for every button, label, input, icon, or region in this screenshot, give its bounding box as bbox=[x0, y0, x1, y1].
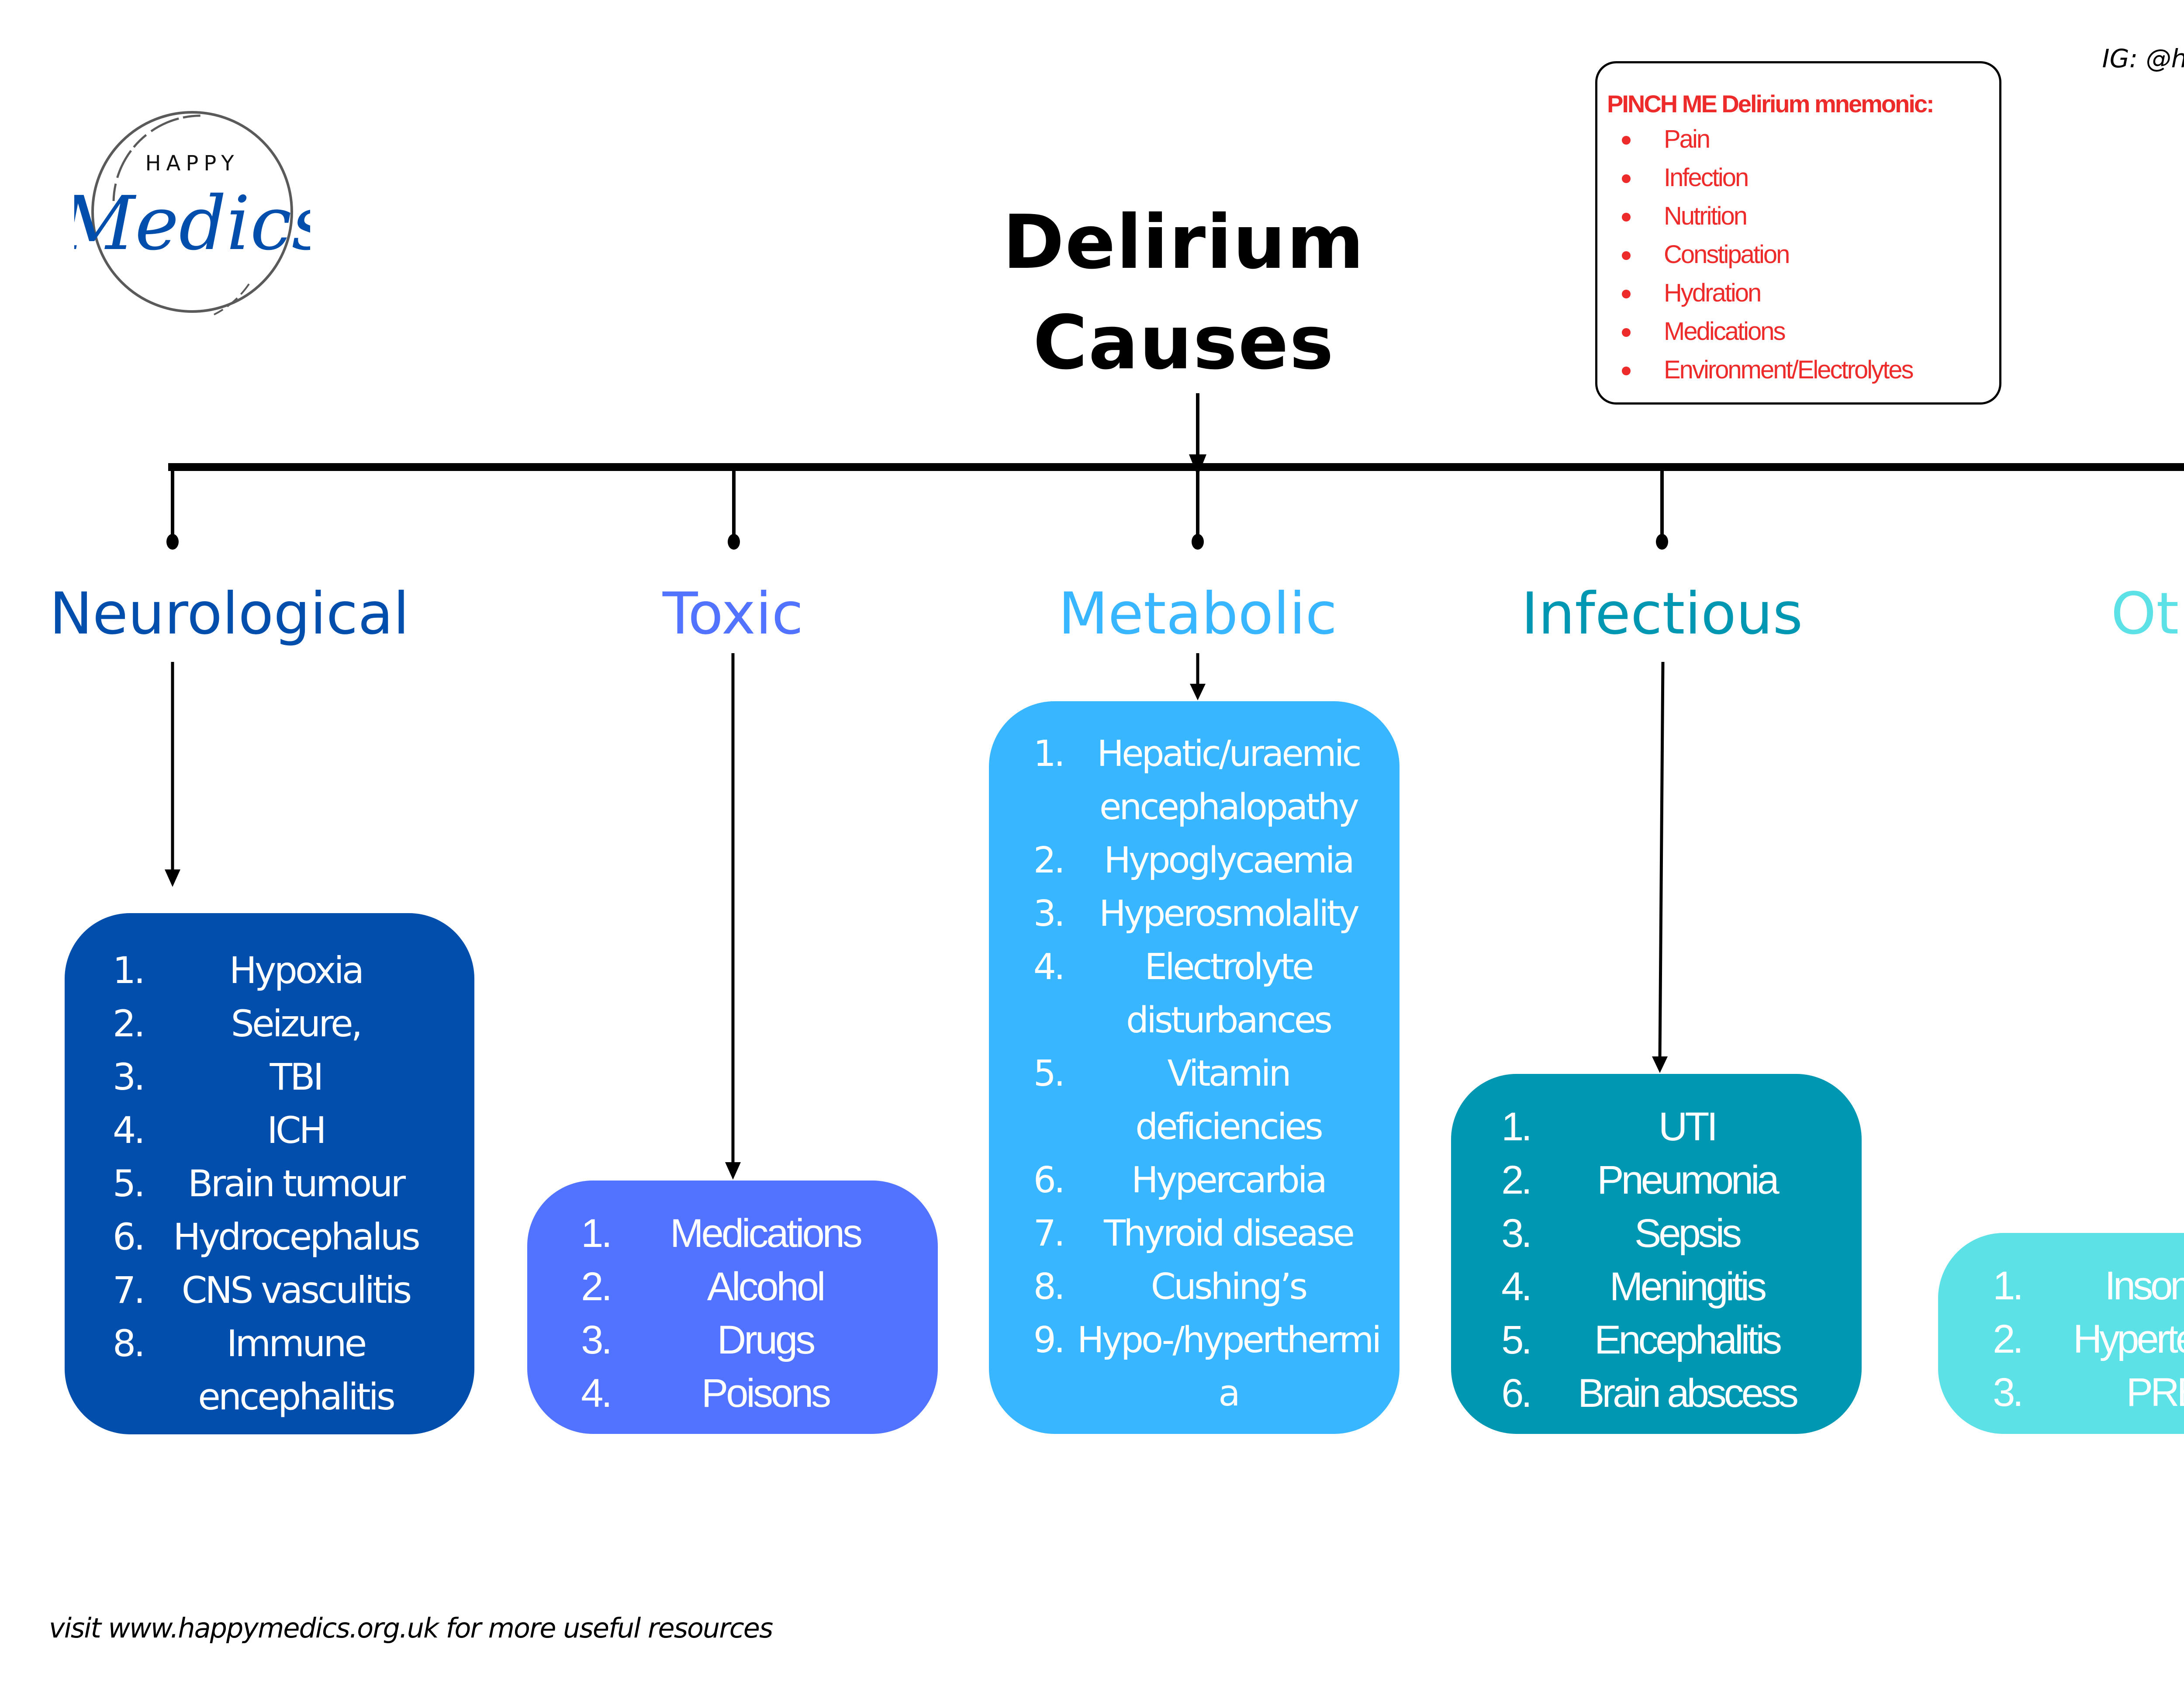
branch-dot-icon bbox=[166, 534, 179, 550]
mnemonic-item-text: Environment/Electrolytes bbox=[1664, 356, 1914, 384]
list-item: 6.Hydrocephalus bbox=[112, 1215, 421, 1258]
logo-circle-icon: HAPPY Medics bbox=[58, 111, 330, 315]
mnemonic-item: Infection bbox=[1607, 159, 1999, 197]
mnemonic-item-text: Pain bbox=[1664, 125, 1711, 153]
infectious-list: 1.UTI 2.Pneumonia 3.Sepsis 4.Meningitis … bbox=[1469, 1100, 1844, 1420]
mnemonic-item: Environment/Electrolytes bbox=[1607, 351, 1999, 389]
list-item: 4.Poisons bbox=[581, 1371, 831, 1416]
arrowhead-icon bbox=[1190, 684, 1206, 700]
logo-medics-text: Medics bbox=[74, 180, 310, 267]
logo-happy-text: HAPPY bbox=[145, 151, 239, 176]
branch-stem-toxic bbox=[728, 470, 740, 550]
list-item: 1.Hypoxia bbox=[112, 949, 364, 992]
list-item: 2.Alcohol bbox=[581, 1264, 826, 1309]
category-label-neurological: Neurological bbox=[49, 580, 409, 647]
list-item: 2.Hypoglycaemia bbox=[1033, 840, 1355, 881]
branch-stem-neurological bbox=[166, 470, 179, 550]
bullet-icon bbox=[1622, 290, 1631, 298]
main-branch-bar bbox=[168, 463, 2184, 471]
neurological-causes-box: 1.Hypoxia 2.Seizure, 3.TBI 4.ICH 5.Brain… bbox=[65, 913, 474, 1434]
mnemonic-box: PINCH ME Delirium mnemonic: Pain Infecti… bbox=[1595, 61, 2001, 405]
mnemonic-list: Pain Infection Nutrition Constipation Hy… bbox=[1607, 120, 1999, 389]
category-label-other: Other bbox=[2111, 580, 2184, 647]
bullet-icon bbox=[1622, 328, 1631, 337]
category-label-toxic: Toxic bbox=[662, 580, 804, 647]
mnemonic-item-text: Constipation bbox=[1664, 240, 1790, 269]
title-line-2: Causes bbox=[1033, 300, 1335, 386]
mnemonic-item: Constipation bbox=[1607, 235, 1999, 274]
list-item: 4.Electrolyte disturbances bbox=[1033, 946, 1333, 1041]
list-item: 3.TBI bbox=[112, 1056, 324, 1098]
list-item: 2.Hypertension bbox=[1993, 1317, 2184, 1361]
list-item: 7.CNS vasculitis bbox=[112, 1269, 412, 1312]
list-item: 4.Meningitis bbox=[1501, 1264, 1767, 1309]
arrow-infectious bbox=[1652, 661, 1668, 1073]
page-title: Delirium Causes bbox=[970, 192, 1398, 393]
bullet-icon bbox=[1622, 367, 1631, 375]
neurological-list: 1.Hypoxia 2.Seizure, 3.TBI 4.ICH 5.Brain… bbox=[91, 944, 448, 1423]
footer-website-link[interactable]: visit www.happymedics.org.uk for more us… bbox=[49, 1612, 773, 1644]
mnemonic-item: Nutrition bbox=[1607, 197, 1999, 235]
arrow-neurological bbox=[165, 662, 180, 887]
bullet-icon bbox=[1622, 174, 1631, 183]
list-item: 6.Brain abscess bbox=[1501, 1371, 1799, 1416]
mnemonic-item: Medications bbox=[1607, 312, 1999, 351]
list-item: 7.Thyroid disease bbox=[1033, 1213, 1355, 1254]
toxic-list: 1.Medications 2.Alcohol 3.Drugs 4.Poison… bbox=[545, 1207, 920, 1420]
arrowhead-icon bbox=[165, 869, 180, 887]
title-arrowhead-icon bbox=[1189, 454, 1206, 476]
title-line-1: Delirium bbox=[1002, 199, 1365, 286]
list-item: 8.Immune encephalitis bbox=[112, 1322, 396, 1418]
mnemonic-item-text: Hydration bbox=[1664, 279, 1762, 307]
arrowhead-icon bbox=[725, 1162, 741, 1180]
list-item: 3.Hyperosmolality bbox=[1033, 893, 1360, 935]
list-item: 1.Insomnia bbox=[1993, 1264, 2184, 1308]
bullet-icon bbox=[1622, 136, 1631, 145]
list-item: 2.Seizure, bbox=[112, 1002, 363, 1045]
bullet-icon bbox=[1622, 213, 1631, 222]
metabolic-causes-box: 1.Hepatic/uraemic encephalopathy 2.Hypog… bbox=[989, 701, 1400, 1434]
branch-stem-infectious bbox=[1656, 470, 1668, 550]
mnemonic-item: Hydration bbox=[1607, 274, 1999, 312]
list-item: 1.Medications bbox=[581, 1211, 863, 1256]
list-item: 6.Hypercarbia bbox=[1033, 1160, 1327, 1201]
list-item: 5.Brain tumour bbox=[112, 1162, 406, 1205]
other-causes-box: 1.Insomnia 2.Hypertension 3.PRES bbox=[1938, 1233, 2184, 1434]
list-item: 3.Sepsis bbox=[1501, 1211, 1742, 1256]
list-item: 3.Drugs bbox=[581, 1318, 816, 1362]
category-label-infectious: Infectious bbox=[1521, 580, 1803, 647]
arrow-metabolic bbox=[1190, 653, 1206, 700]
branch-dot-icon bbox=[1656, 534, 1668, 550]
list-item: 5.Encephalitis bbox=[1501, 1318, 1782, 1362]
list-item: 8.Cushing’s bbox=[1033, 1266, 1308, 1308]
list-item: 2.Pneumonia bbox=[1501, 1158, 1779, 1202]
mnemonic-item-text: Nutrition bbox=[1664, 202, 1748, 230]
bullet-icon bbox=[1622, 251, 1631, 260]
list-item: 9.Hypo-/hyperthermia bbox=[1033, 1319, 1382, 1414]
list-item: 1.Hepatic/uraemic encephalopathy bbox=[1033, 733, 1362, 828]
branch-stem-metabolic bbox=[1192, 470, 1204, 550]
branch-dot-icon bbox=[728, 534, 740, 550]
list-item: 3.PRES bbox=[1993, 1370, 2184, 1415]
category-label-metabolic: Metabolic bbox=[1058, 580, 1337, 647]
metabolic-list: 1.Hepatic/uraemic encephalopathy 2.Hypog… bbox=[1002, 727, 1386, 1420]
mnemonic-heading: PINCH ME Delirium mnemonic: bbox=[1607, 90, 1935, 118]
other-list: 1.Insomnia 2.Hypertension 3.PRES bbox=[1956, 1259, 2184, 1419]
happy-medics-logo: HAPPY Medics bbox=[58, 92, 330, 328]
mnemonic-item: Pain bbox=[1607, 120, 1999, 159]
list-item: 1.UTI bbox=[1501, 1104, 1718, 1149]
infectious-causes-box: 1.UTI 2.Pneumonia 3.Sepsis 4.Meningitis … bbox=[1451, 1074, 1862, 1434]
list-item: 5.Vitamin deficiencies bbox=[1033, 1053, 1324, 1148]
arrow-toxic bbox=[725, 653, 741, 1180]
toxic-causes-box: 1.Medications 2.Alcohol 3.Drugs 4.Poison… bbox=[527, 1181, 938, 1434]
arrowhead-icon bbox=[1652, 1056, 1668, 1073]
mnemonic-item-text: Infection bbox=[1664, 163, 1749, 192]
mnemonic-item-text: Medications bbox=[1664, 317, 1786, 346]
list-item: 4.ICH bbox=[112, 1109, 327, 1152]
branch-dot-icon bbox=[1192, 534, 1204, 550]
instagram-handle: IG: @happy.medics bbox=[2102, 44, 2184, 73]
